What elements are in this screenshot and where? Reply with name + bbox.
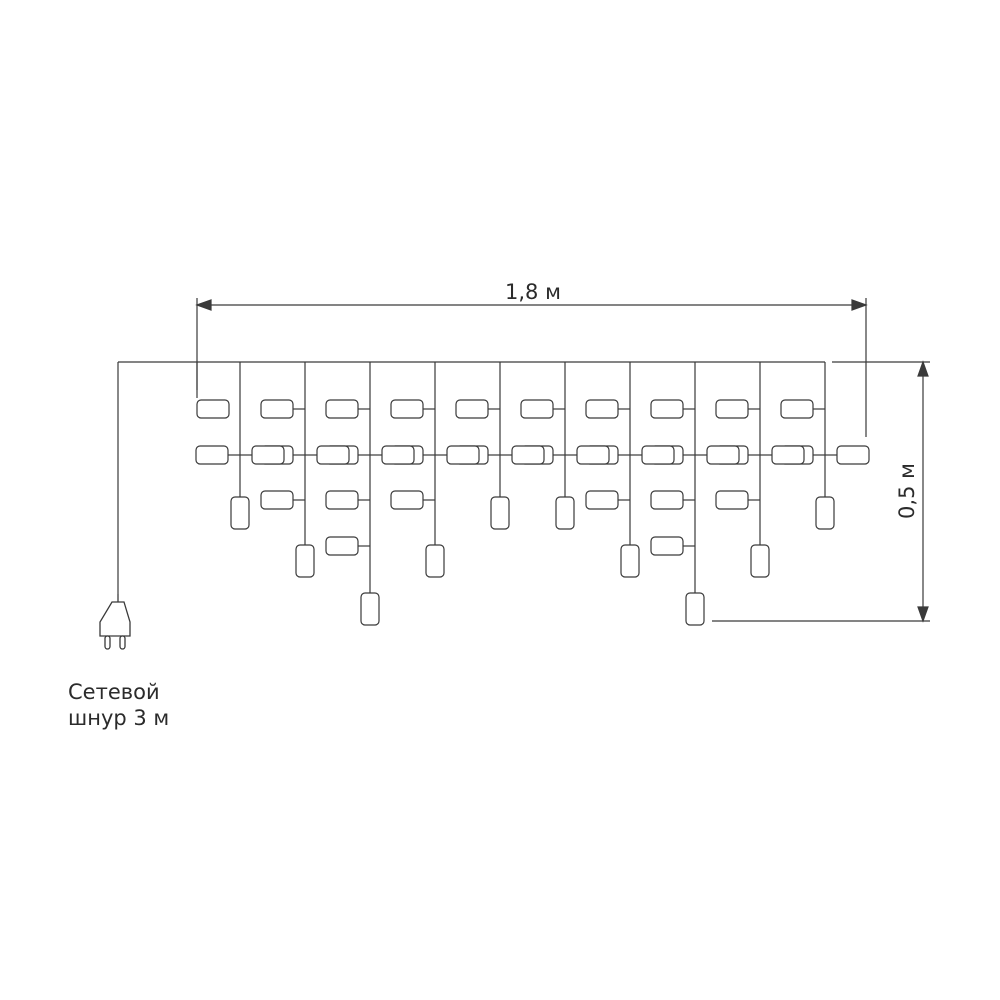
bulb-vertical	[620, 544, 640, 578]
bulb-horizontal	[650, 490, 684, 510]
power-cord-label-line1: Сетевой	[68, 680, 160, 704]
bulb-horizontal	[196, 399, 230, 419]
bulb-horizontal	[325, 399, 359, 419]
bulb-horizontal	[316, 445, 350, 465]
height-dimension-label: 0,5 м	[894, 463, 919, 519]
power-cord-label: Сетевой шнур 3 м	[68, 679, 169, 731]
bulb-horizontal	[390, 490, 424, 510]
bulb-vertical	[295, 544, 315, 578]
dimension-lines	[195, 298, 930, 623]
bulb-horizontal	[706, 445, 740, 465]
bulb-horizontal	[780, 399, 814, 419]
bulb-vertical	[815, 496, 835, 530]
dimension-arrow-icon	[917, 606, 929, 623]
bulb-horizontal	[390, 399, 424, 419]
bulb-horizontal	[511, 445, 545, 465]
dimension-arrow-icon	[917, 360, 929, 377]
bulb-vertical	[555, 496, 575, 530]
bulb-horizontal	[650, 399, 684, 419]
bulb-horizontal	[715, 399, 749, 419]
bulb-horizontal	[641, 445, 675, 465]
bulb-horizontal	[585, 399, 619, 419]
bulb-horizontal	[520, 399, 554, 419]
bulb-horizontal	[381, 445, 415, 465]
bulb-horizontal	[325, 536, 359, 556]
bulb-vertical	[750, 544, 770, 578]
width-dimension-label: 1,8 м	[505, 280, 561, 304]
bulb-horizontal	[455, 399, 489, 419]
bulb-vertical	[360, 592, 380, 626]
bulb-horizontal	[260, 399, 294, 419]
dimension-arrow-icon	[851, 299, 868, 311]
bulb-vertical	[425, 544, 445, 578]
bulb-horizontal	[650, 536, 684, 556]
garland-drawing	[117, 361, 870, 626]
power-cord-label-line2: шнур 3 м	[68, 706, 170, 730]
bulb-horizontal	[836, 445, 870, 465]
bulb-horizontal	[195, 445, 229, 465]
bulb-horizontal	[585, 490, 619, 510]
bulb-vertical	[685, 592, 705, 626]
plug-icon	[99, 594, 131, 650]
bulb-horizontal	[446, 445, 480, 465]
bulb-horizontal	[771, 445, 805, 465]
bulb-vertical	[230, 496, 250, 530]
bulb-vertical	[490, 496, 510, 530]
bulb-horizontal	[325, 490, 359, 510]
bulb-horizontal	[576, 445, 610, 465]
bulb-horizontal	[251, 445, 285, 465]
bulb-horizontal	[715, 490, 749, 510]
bulb-horizontal	[260, 490, 294, 510]
dimension-arrow-icon	[195, 299, 212, 311]
